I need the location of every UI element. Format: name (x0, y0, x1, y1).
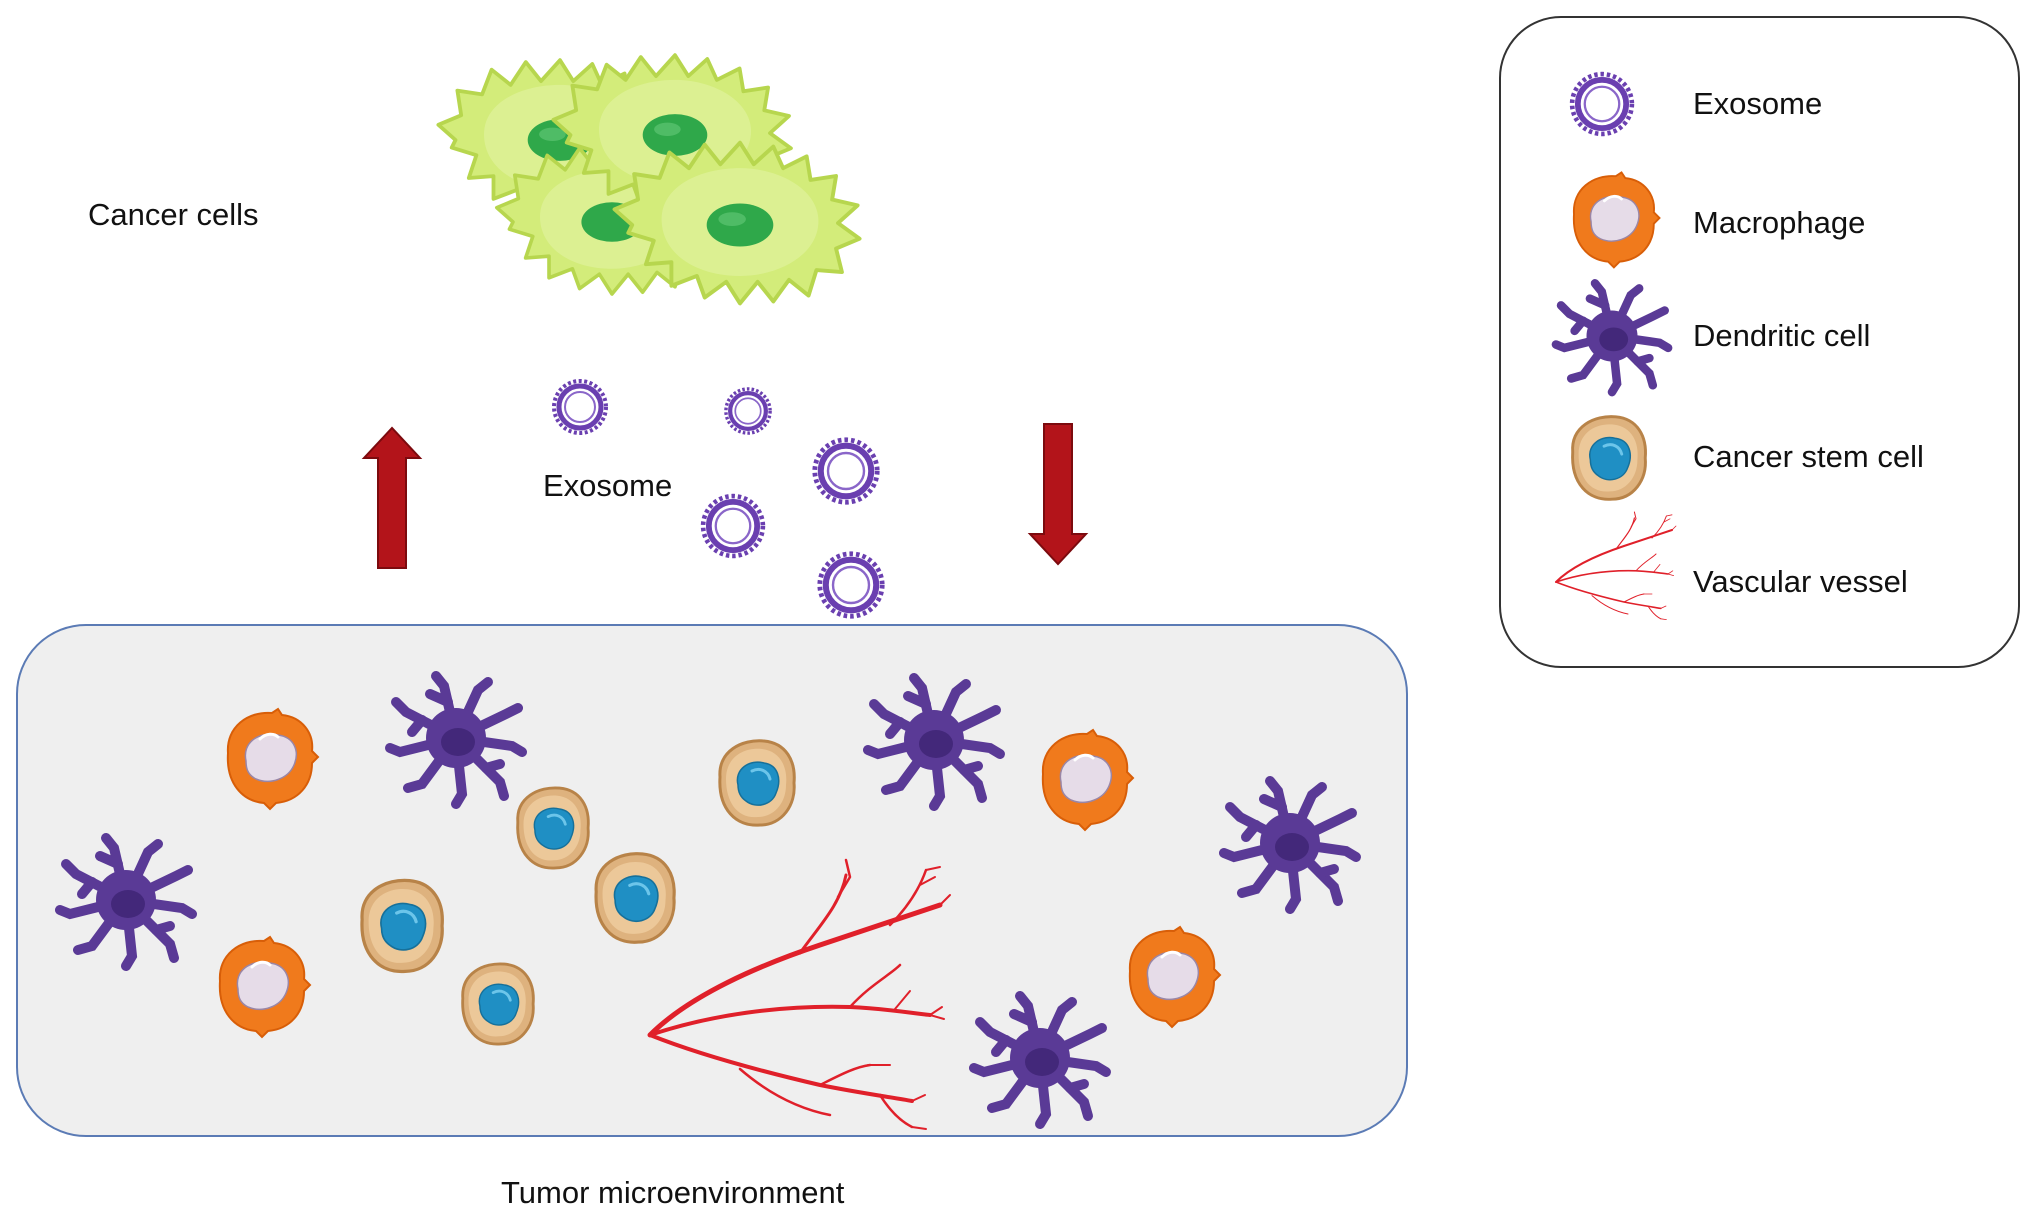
tme-vascular-vessel (650, 860, 950, 1129)
dendritic-cell (390, 676, 522, 804)
exosome (726, 389, 770, 433)
exosome (554, 381, 606, 433)
tme-cancer-stem-cells (360, 739, 796, 1046)
cancer-stem-cell (461, 962, 535, 1046)
cancer-cell (612, 140, 862, 306)
exosome-icon (1572, 74, 1632, 134)
legend-label-vascular-vessel: Vascular vessel (1693, 564, 1908, 599)
exosome (703, 496, 763, 556)
macrophage-icon (1572, 170, 1661, 269)
exosome (815, 440, 877, 502)
tumor-microenvironment-label: Tumor microenvironment (501, 1175, 845, 1210)
legend-label-macrophage: Macrophage (1693, 205, 1866, 240)
exosome-label: Exosome (543, 468, 673, 503)
cancer-stem-cell-icon (1571, 415, 1647, 501)
down-arrow (1029, 423, 1087, 565)
tumor-microenvironment-box (16, 624, 1408, 1137)
dendritic-cell-icon (1556, 283, 1668, 392)
exosome (820, 554, 882, 616)
cancer-cell (551, 53, 793, 213)
legend-label-dendritic-cell: Dendritic cell (1693, 318, 1871, 353)
cancer-stem-cell (718, 739, 796, 827)
cancer-stem-cell (516, 786, 590, 870)
dendritic-cell (1224, 781, 1356, 909)
dendritic-cell (974, 996, 1106, 1124)
legend-label-exosome: Exosome (1693, 86, 1823, 121)
up-arrow (363, 427, 421, 569)
cancer-cells-cluster (436, 53, 862, 306)
dendritic-cell (60, 838, 192, 966)
macrophage (226, 707, 320, 811)
macrophage (1041, 728, 1135, 832)
vascular-vessel-icon (1554, 510, 1678, 621)
legend-label-cancer-stem-cell: Cancer stem cell (1693, 439, 1924, 474)
cancer-stem-cell (360, 878, 444, 974)
cancer-stem-cell (594, 852, 676, 944)
legend-icons (1554, 74, 1678, 621)
dendritic-cell (868, 678, 1000, 806)
cancer-cells-label: Cancer cells (88, 197, 259, 232)
macrophage (1128, 925, 1222, 1029)
macrophage (218, 935, 312, 1039)
